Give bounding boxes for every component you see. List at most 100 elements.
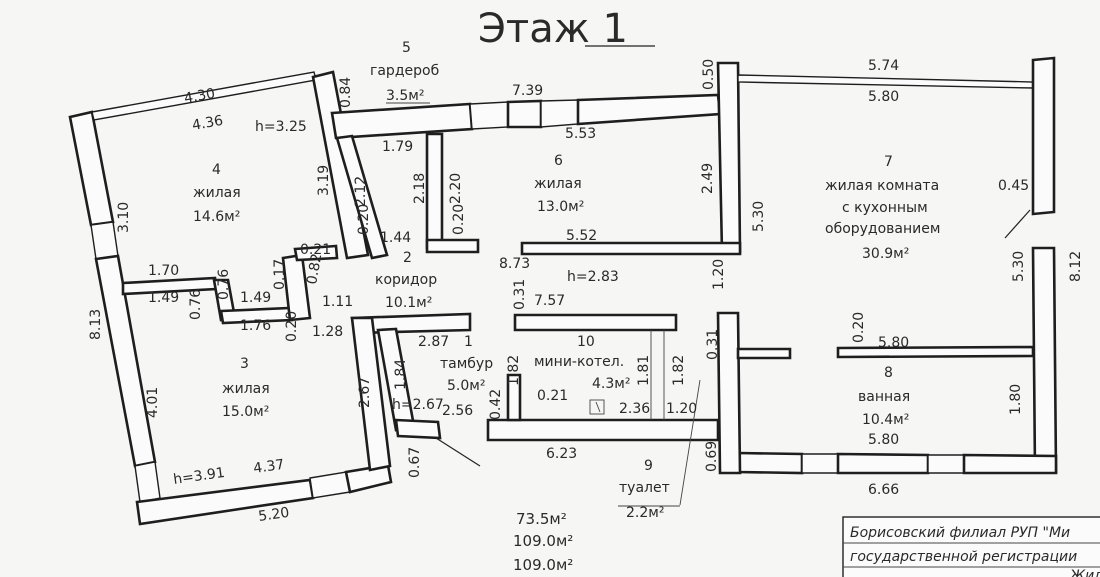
svg-text:1.81: 1.81 <box>636 355 652 386</box>
svg-text:1.20: 1.20 <box>666 401 697 417</box>
svg-text:4.37: 4.37 <box>252 457 285 477</box>
svg-text:2.12: 2.12 <box>353 176 369 207</box>
svg-text:ванная: ванная <box>858 389 910 405</box>
svg-text:h=2.67: h=2.67 <box>392 397 444 413</box>
svg-text:10: 10 <box>577 334 595 350</box>
room-1-label: 1 тамбур 5.0м² <box>440 334 493 394</box>
svg-text:0.20: 0.20 <box>851 312 867 343</box>
svg-text:2.2м²: 2.2м² <box>626 505 664 521</box>
svg-text:2.56: 2.56 <box>442 403 473 419</box>
svg-text:4.36: 4.36 <box>191 113 225 134</box>
svg-text:1.70: 1.70 <box>148 263 179 279</box>
svg-text:жилая: жилая <box>222 381 270 397</box>
svg-text:1.84: 1.84 <box>393 359 409 390</box>
plan-title: Этаж 1 <box>478 6 628 52</box>
svg-text:0.20: 0.20 <box>284 311 300 342</box>
svg-text:8.73: 8.73 <box>499 256 530 272</box>
svg-text:109.0м²: 109.0м² <box>513 556 573 574</box>
room-7-label: 7 жилая комната с кухонным оборудованием… <box>825 154 940 262</box>
svg-text:h=3.91: h=3.91 <box>172 465 226 488</box>
svg-text:2.67: 2.67 <box>357 377 373 408</box>
svg-text:оборудованием: оборудованием <box>825 221 940 237</box>
room-5-label: 5 гардероб 3.5м² <box>370 40 439 104</box>
svg-text:тамбур: тамбур <box>440 356 493 372</box>
svg-text:0.20: 0.20 <box>356 204 372 235</box>
svg-text:0.69: 0.69 <box>704 441 720 472</box>
svg-text:5.80: 5.80 <box>868 89 899 105</box>
svg-text:4: 4 <box>212 162 221 178</box>
svg-text:13.0м²: 13.0м² <box>537 199 584 215</box>
area-totals: 73.5м² 109.0м² 109.0м² <box>513 510 573 574</box>
registration-stamp: Борисовский филиал РУП "Ми государственн… <box>842 516 1100 577</box>
svg-text:8.13: 8.13 <box>88 309 104 340</box>
svg-text:жилая: жилая <box>534 176 582 192</box>
svg-text:0.50: 0.50 <box>701 59 717 90</box>
svg-text:5.80: 5.80 <box>878 335 909 351</box>
svg-text:0.21: 0.21 <box>300 242 331 258</box>
svg-text:8: 8 <box>884 365 893 381</box>
svg-text:1.44: 1.44 <box>380 230 411 246</box>
svg-text:5.30: 5.30 <box>751 201 767 232</box>
svg-text:1.11: 1.11 <box>322 294 353 310</box>
svg-text:4.01: 4.01 <box>145 387 161 418</box>
svg-text:0.31: 0.31 <box>705 329 721 360</box>
room-4-label: 4 жилая 14.6м² <box>193 162 241 225</box>
svg-text:2.87: 2.87 <box>418 334 449 350</box>
svg-text:0.76: 0.76 <box>216 269 232 300</box>
svg-text:1.20: 1.20 <box>711 259 727 290</box>
svg-text:5.20: 5.20 <box>257 505 290 525</box>
svg-text:1: 1 <box>464 334 473 350</box>
svg-text:1.49: 1.49 <box>148 290 179 306</box>
svg-text:5.80: 5.80 <box>868 432 899 448</box>
svg-text:15.0м²: 15.0м² <box>222 404 269 420</box>
svg-text:Борисовский филиал РУП "Ми: Борисовский филиал РУП "Ми <box>850 525 1070 541</box>
svg-text:h=2.83: h=2.83 <box>567 269 619 285</box>
svg-text:0.21: 0.21 <box>537 388 568 404</box>
svg-text:0.42: 0.42 <box>488 389 504 420</box>
svg-text:6.66: 6.66 <box>868 482 899 498</box>
svg-text:9: 9 <box>644 458 653 474</box>
svg-text:3.19: 3.19 <box>316 165 332 196</box>
svg-text:0.67: 0.67 <box>407 447 423 478</box>
svg-text:1.49: 1.49 <box>240 290 271 306</box>
svg-text:0.82: 0.82 <box>304 252 325 285</box>
svg-text:2: 2 <box>403 250 412 266</box>
svg-text:3: 3 <box>240 356 249 372</box>
svg-text:0.20: 0.20 <box>451 204 467 235</box>
svg-text:жилая: жилая <box>193 185 241 201</box>
svg-text:2.20: 2.20 <box>448 173 464 204</box>
svg-text:0.45: 0.45 <box>998 178 1029 194</box>
svg-text:0.76: 0.76 <box>188 289 204 320</box>
svg-text:10.4м²: 10.4м² <box>862 412 909 428</box>
room-6-label: 6 жилая 13.0м² <box>534 153 584 215</box>
svg-text:2.36: 2.36 <box>619 401 650 417</box>
svg-text:туалет: туалет <box>619 480 670 496</box>
svg-text:4.30: 4.30 <box>183 86 216 107</box>
svg-text:1.82: 1.82 <box>506 355 522 386</box>
svg-text:5.52: 5.52 <box>566 228 597 244</box>
svg-text:Жил: Жил <box>1069 568 1100 577</box>
svg-text:2.18: 2.18 <box>412 173 428 204</box>
svg-text:1.79: 1.79 <box>382 139 413 155</box>
room-3-label: 3 жилая 15.0м² <box>222 356 270 420</box>
room-9-label: 9 туалет 2.2м² <box>618 458 680 521</box>
svg-text:73.5м²: 73.5м² <box>516 510 567 528</box>
svg-text:10.1м²: 10.1м² <box>385 295 432 311</box>
svg-text:коридор: коридор <box>375 272 437 288</box>
svg-text:4.3м²: 4.3м² <box>592 376 630 392</box>
svg-text:109.0м²: 109.0м² <box>513 532 573 550</box>
svg-text:3.5м²: 3.5м² <box>386 88 424 104</box>
svg-text:гардероб: гардероб <box>370 63 439 79</box>
svg-text:1.82: 1.82 <box>671 355 687 386</box>
svg-text:7.39: 7.39 <box>512 83 543 99</box>
svg-text:государственной регистрации: государственной регистрации <box>850 549 1077 565</box>
svg-text:3.10: 3.10 <box>116 202 132 233</box>
svg-text:h=3.25: h=3.25 <box>255 119 307 135</box>
room-10-label: 10 мини-котел. 4.3м² <box>534 334 630 392</box>
svg-text:2.49: 2.49 <box>700 163 716 194</box>
svg-text:30.9м²: 30.9м² <box>862 246 909 262</box>
svg-text:1.28: 1.28 <box>312 324 343 340</box>
dimensions: 4.30 4.36 h=3.25 0.84 7.39 0.50 5.74 5.8… <box>88 58 1084 525</box>
svg-text:0.17: 0.17 <box>272 259 288 290</box>
